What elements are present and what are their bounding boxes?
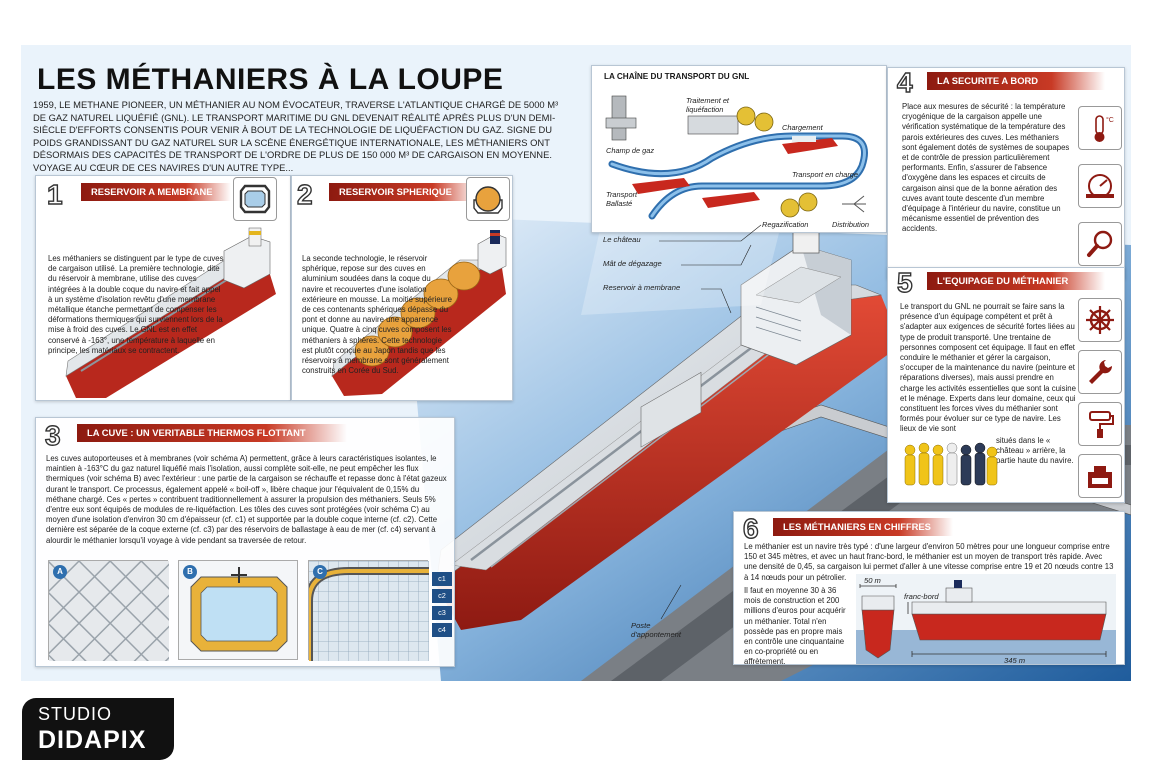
section-6-panel: Le méthanier est un navire très typé : d… [733, 511, 1125, 667]
lng-transport-chain: LA CHAÎNE DU TRANSPORT DU GNL Champ de [591, 65, 887, 233]
studio-logo: STUDIO DIDAPIX [22, 698, 174, 760]
section-5-title: L'EQUIPAGE DU MÉTHANIER [927, 272, 1105, 290]
schema-a-label: A [53, 565, 67, 579]
section-1-number: 1 [46, 179, 63, 210]
section-3-title: LA CUVE : UN VERITABLE THERMOS FLOTTANT [77, 424, 347, 442]
callout-poste-appontement: Poste d'appontement [631, 621, 682, 639]
layer-tags: c1 c2 c3 c4 [432, 572, 452, 637]
membrane-tanker-illustration [65, 227, 276, 398]
callout-mat-degazage: Mât de dégazage [603, 259, 662, 268]
layer-tag-c2: c2 [432, 589, 452, 603]
section-5-text-side: situés dans le « château » arrière, la p… [996, 436, 1074, 466]
chain-label-transport-charge: Transport en charge [792, 170, 859, 179]
chain-label-regazification: Regazification [762, 220, 809, 229]
schema-b: B [178, 560, 298, 660]
stove-icon [1078, 454, 1122, 498]
dim-freeboard-label: franc-bord [904, 592, 939, 601]
magnifier-icon [1078, 222, 1122, 266]
schema-c-label: C [313, 565, 327, 579]
chain-diagram [605, 95, 868, 220]
paint-roller-icon [1078, 402, 1122, 446]
wrench-icon [1078, 350, 1122, 394]
logo-line1: STUDIO [38, 704, 113, 724]
chain-label-distribution: Distribution [832, 220, 869, 229]
section-3-text: Les cuves autoporteuses et à membranes (… [46, 454, 447, 545]
section-6-number: 6 [742, 513, 759, 544]
intro-text: 1959, le Methane Pioneer, un méthanier a… [33, 99, 559, 173]
chain-label-chargement: Chargement [782, 123, 823, 132]
spherical-tank-icon [466, 177, 510, 221]
section-6-text-side: Il faut en moyenne 30 à 36 mois de const… [744, 586, 846, 667]
section-3-panel: Les cuves autoporteuses et à membranes (… [35, 417, 455, 667]
layer-tag-c1: c1 [432, 572, 452, 586]
chain-label-traitement: Traitement et liquéfaction [686, 96, 729, 114]
thermometer-icon: °C [1078, 106, 1122, 150]
section-2-number: 2 [296, 179, 313, 210]
section-6-text-top: Le méthanier est un navire très typé : d… [744, 542, 1114, 582]
svg-text:°C: °C [1106, 116, 1114, 124]
layer-tag-c4: c4 [432, 623, 452, 637]
helm-wheel-icon [1078, 298, 1122, 342]
dim-width-label: 50 m [864, 576, 881, 585]
section-4-number: 4 [896, 67, 913, 98]
ship-dimensions-illustration [856, 574, 1116, 664]
page-title: LES MÉTHANIERS À LA LOUPE [37, 63, 504, 96]
section-5-number: 5 [896, 267, 913, 298]
section-4-panel: Place aux mesures de sécurité : la tempé… [887, 67, 1125, 279]
section-3-number: 3 [44, 420, 61, 451]
schema-c: C [305, 560, 429, 661]
section-1-text: Les méthaniers se distinguent par le typ… [48, 254, 224, 355]
layer-tag-c3: c3 [432, 606, 452, 620]
pressure-gauge-icon [1078, 164, 1122, 208]
section-5-text-top: Le transport du GNL ne pourrait se faire… [900, 302, 1076, 434]
schema-a: A [48, 560, 169, 661]
logo-line2: DIDAPIX [38, 726, 147, 754]
section-1-title: RESERVOIR A MEMBRANE [81, 183, 231, 201]
membrane-tank-icon [233, 177, 277, 221]
section-2-title: RESERVOIR SPHERIQUE [329, 183, 477, 201]
section-4-title: LA SECURITE A BORD [927, 72, 1105, 90]
crew-illustration [904, 442, 998, 486]
infographic-poster: LES MÉTHANIERS À LA LOUPE 1959, le Metha… [21, 45, 1131, 681]
chain-label-transport-ballaste: Transport Ballasté [606, 190, 638, 208]
callout-reservoir-membrane: Reservoir à membrane [603, 283, 681, 292]
section-4-text: Place aux mesures de sécurité : la tempé… [902, 102, 1070, 234]
callout-chateau: Le château [603, 235, 641, 244]
chain-label-champ: Champ de gaz [606, 146, 655, 155]
section-6-title: LES MÉTHANIERS EN CHIFFRES [773, 518, 953, 536]
dim-length-label: 345 m [1004, 656, 1026, 665]
section-2-text: La seconde technologie, le réservoir sph… [302, 254, 452, 376]
section-5-panel: Le transport du GNL ne pourrait se faire… [887, 267, 1125, 503]
chain-title: LA CHAÎNE DU TRANSPORT DU GNL [604, 72, 750, 81]
schema-b-label: B [183, 565, 197, 579]
main-lng-ship [435, 214, 901, 630]
spherical-tanker-illustration [331, 230, 507, 396]
